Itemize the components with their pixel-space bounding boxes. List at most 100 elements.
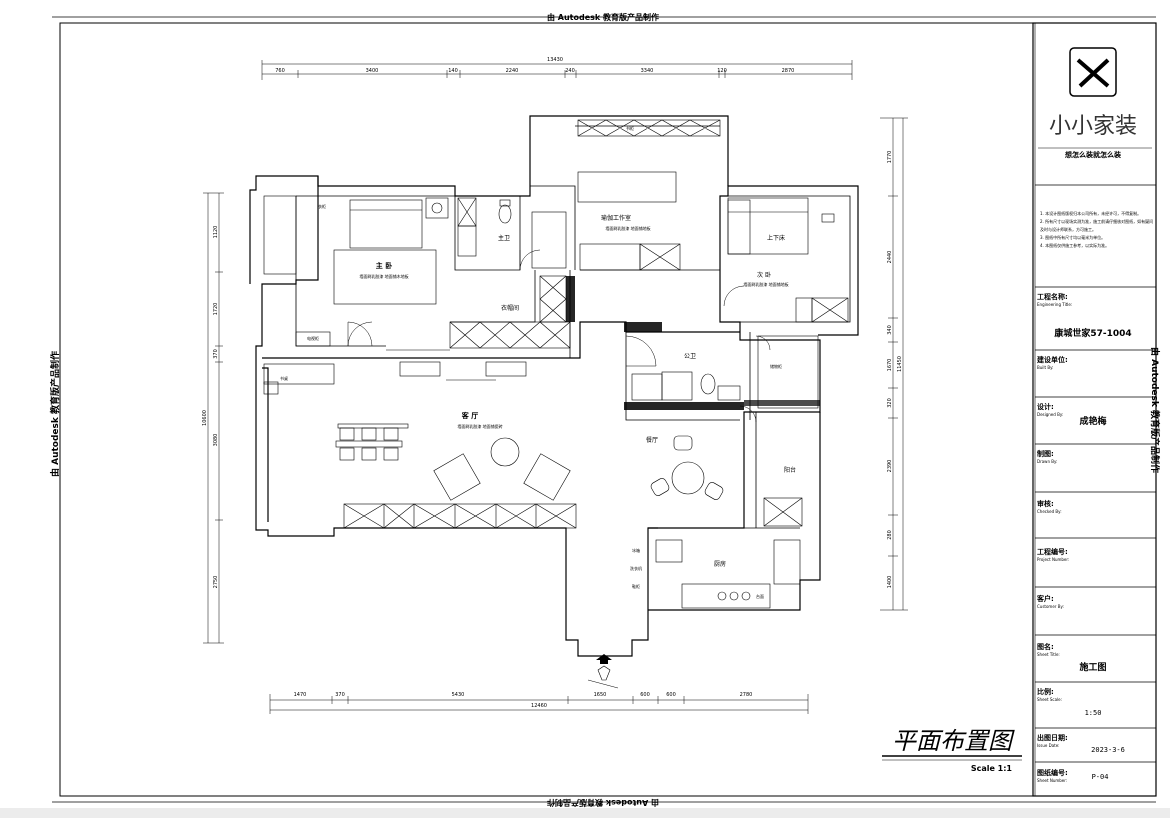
svg-text:Checked By:: Checked By: bbox=[1037, 509, 1062, 514]
svg-text:12460: 12460 bbox=[531, 703, 547, 709]
hatched-walls bbox=[566, 276, 820, 410]
svg-text:设计:: 设计: bbox=[1037, 402, 1054, 411]
svg-text:1. 本设计图纸版权归本公司所有，未经许可，不得复制。: 1. 本设计图纸版权归本公司所有，未经许可，不得复制。 bbox=[1040, 210, 1141, 216]
svg-text:墙面刷乳胶漆 地面铺瓷砖: 墙面刷乳胶漆 地面铺瓷砖 bbox=[457, 423, 502, 429]
svg-text:墙面刷乳胶漆 地面铺地板: 墙面刷乳胶漆 地面铺地板 bbox=[743, 281, 788, 287]
room-labels: 主 卧 墙面刷乳胶漆 地面铺木地板 主卫 衣帽间 瑜伽工作室 墙面刷乳胶漆 地面… bbox=[359, 214, 796, 568]
svg-text:制图:: 制图: bbox=[1037, 449, 1054, 458]
svg-text:图纸编号:: 图纸编号: bbox=[1037, 768, 1068, 777]
room-studio: 瑜伽工作室 bbox=[601, 214, 631, 222]
svg-text:2390: 2390 bbox=[887, 460, 893, 473]
doors bbox=[347, 249, 771, 423]
svg-text:1400: 1400 bbox=[887, 576, 893, 589]
room-second-bedroom: 次 卧 bbox=[757, 271, 771, 279]
svg-text:3. 图纸中所有尺寸均以毫米为单位。: 3. 图纸中所有尺寸均以毫米为单位。 bbox=[1040, 234, 1105, 240]
master-bed bbox=[349, 199, 423, 249]
svg-text:Drawn By:: Drawn By: bbox=[1037, 459, 1057, 464]
svg-text:2750: 2750 bbox=[213, 576, 219, 589]
svg-text:4. 本图纸仅供施工参考，以实际为准。: 4. 本图纸仅供施工参考，以实际为准。 bbox=[1040, 242, 1109, 248]
svg-text:Project Number:: Project Number: bbox=[1037, 557, 1069, 562]
svg-text:13430: 13430 bbox=[547, 57, 563, 63]
svg-text:140: 140 bbox=[448, 68, 458, 74]
watermark-bottom: 由 Autodesk 教育版产品制作 bbox=[547, 798, 659, 808]
designer-value: 成艳梅 bbox=[1079, 415, 1106, 427]
title-block: 小小家装 想怎么装就怎么装 1. 本设计图纸版权归本公司所有，未经许可，不得复制… bbox=[1032, 22, 1157, 797]
room-master-bath: 主卫 bbox=[498, 234, 510, 242]
room-guest-bath: 公卫 bbox=[684, 353, 696, 360]
outer-frame bbox=[59, 22, 1157, 797]
svg-text:台面: 台面 bbox=[756, 593, 764, 599]
svg-text:1770: 1770 bbox=[887, 151, 893, 164]
svg-text:Sheet Number:: Sheet Number: bbox=[1037, 778, 1067, 783]
svg-text:出图日期:: 出图日期: bbox=[1037, 733, 1068, 742]
svg-text:洗衣机: 洗衣机 bbox=[630, 565, 642, 571]
svg-text:审核:: 审核: bbox=[1037, 499, 1054, 508]
svg-text:370: 370 bbox=[213, 349, 219, 359]
svg-text:370: 370 bbox=[335, 692, 345, 698]
svg-text:2780: 2780 bbox=[740, 692, 753, 698]
room-cloakroom: 衣帽间 bbox=[501, 304, 519, 312]
svg-text:衣柜: 衣柜 bbox=[318, 203, 326, 209]
company-name: 小小家装 bbox=[1049, 114, 1137, 139]
svg-text:5430: 5430 bbox=[452, 692, 465, 698]
svg-text:鞋柜: 鞋柜 bbox=[632, 583, 640, 589]
svg-text:墙面刷乳胶漆 地面铺地板: 墙面刷乳胶漆 地面铺地板 bbox=[605, 225, 650, 231]
room-master-bedroom: 主 卧 bbox=[376, 261, 392, 270]
svg-text:Sheet Scale:: Sheet Scale: bbox=[1037, 697, 1062, 702]
svg-text:墙面刷乳胶漆 地面铺木地板: 墙面刷乳胶漆 地面铺木地板 bbox=[359, 273, 408, 279]
dimension-lines bbox=[203, 60, 908, 714]
company-logo bbox=[1069, 47, 1117, 97]
svg-text:Customer By:: Customer By: bbox=[1037, 604, 1064, 609]
date-value: 2023-3-6 bbox=[1091, 746, 1125, 754]
desk bbox=[263, 363, 335, 385]
svg-text:120: 120 bbox=[717, 68, 727, 74]
svg-text:3400: 3400 bbox=[366, 68, 379, 74]
svg-text:3340: 3340 bbox=[641, 68, 654, 74]
svg-text:240: 240 bbox=[565, 68, 575, 74]
svg-text:2240: 2240 bbox=[506, 68, 519, 74]
svg-text:1470: 1470 bbox=[294, 692, 307, 698]
room-dining: 餐厅 bbox=[646, 436, 658, 444]
svg-text:Built By:: Built By: bbox=[1037, 365, 1054, 370]
entrance-arrow-icon bbox=[587, 654, 619, 689]
svg-text:工程编号:: 工程编号: bbox=[1037, 547, 1068, 556]
bookcase bbox=[577, 119, 721, 137]
scale-value: 1:50 bbox=[1085, 709, 1102, 717]
svg-text:冰箱: 冰箱 bbox=[632, 547, 640, 553]
svg-text:760: 760 bbox=[275, 68, 285, 74]
watermark-right: 由 Autodesk 教育版产品制作 bbox=[1149, 347, 1161, 473]
svg-text:书柜: 书柜 bbox=[626, 125, 634, 131]
svg-text:比例:: 比例: bbox=[1037, 687, 1054, 696]
project-label: 工程名称: bbox=[1037, 292, 1068, 301]
svg-text:10600: 10600 bbox=[202, 410, 208, 426]
svg-text:电视柜: 电视柜 bbox=[307, 335, 319, 341]
bottom-scrollbar-area bbox=[0, 808, 1170, 818]
svg-text:1120: 1120 bbox=[213, 226, 219, 239]
dimension-texts: 13430 760 3400 140 2240 240 3340 120 287… bbox=[202, 57, 903, 709]
scale-text: Scale 1:1 bbox=[971, 764, 1013, 773]
svg-text:2440: 2440 bbox=[887, 251, 893, 264]
room-living: 客 厅 bbox=[461, 411, 478, 420]
room-bunk-bed: 上下床 bbox=[767, 234, 785, 242]
svg-text:Engineering Title:: Engineering Title: bbox=[1037, 302, 1072, 307]
sheet-title-value: 施工图 bbox=[1079, 661, 1106, 673]
svg-text:2. 所有尺寸以现场实测为准，施工前请仔细核对图纸，如有疑问: 2. 所有尺寸以现场实测为准，施工前请仔细核对图纸，如有疑问 bbox=[1040, 218, 1153, 224]
project-value: 康城世家57-1004 bbox=[1054, 327, 1131, 339]
svg-text:600: 600 bbox=[640, 692, 650, 698]
logo-cross-icon bbox=[1076, 58, 1110, 88]
svg-text:Sheet Title:: Sheet Title: bbox=[1037, 652, 1060, 657]
svg-text:340: 340 bbox=[887, 325, 893, 335]
svg-text:280: 280 bbox=[887, 530, 893, 540]
svg-text:320: 320 bbox=[887, 398, 893, 408]
sheet-no-value: P-04 bbox=[1092, 773, 1109, 781]
watermark-left: 由 Autodesk 教育版产品制作 bbox=[49, 351, 61, 477]
svg-text:1670: 1670 bbox=[887, 359, 893, 372]
svg-text:书桌: 书桌 bbox=[280, 375, 288, 381]
svg-text:Issue Date:: Issue Date: bbox=[1037, 743, 1060, 748]
tv-cabinet bbox=[343, 503, 577, 529]
svg-text:及时与设计师联系，方可施工。: 及时与设计师联系，方可施工。 bbox=[1040, 226, 1096, 232]
furniture-labels: 书柜 衣柜 书桌 电视柜 洗衣机 冰箱 储物柜 鞋柜 台面 bbox=[280, 125, 782, 599]
svg-text:1650: 1650 bbox=[594, 692, 607, 698]
